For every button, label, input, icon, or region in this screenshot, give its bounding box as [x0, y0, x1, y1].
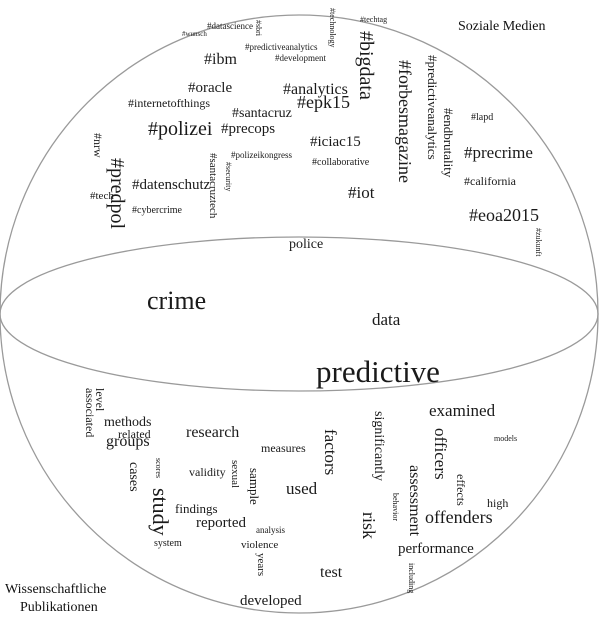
hashtag-word-nrw: #nrw [91, 133, 105, 158]
hashtag-word-predictiveanalytics: #predictiveanalytics [425, 55, 440, 160]
publication-word-methods: methods [104, 415, 151, 430]
hashtag-word-predictiveanalytics: #predictiveanalytics [245, 42, 318, 52]
publication-word-associated: associated [83, 388, 97, 437]
publication-word-system: system [154, 538, 182, 549]
publication-word-developed: developed [240, 593, 302, 609]
hashtag-word-bigdata: #bigdata [355, 31, 377, 100]
shared-word-crime: crime [147, 286, 206, 315]
publication-word-reported: reported [196, 515, 246, 531]
publication-word-study: study [148, 488, 173, 536]
publication-word-level: level [93, 388, 107, 412]
publication-word-related: related [118, 427, 151, 441]
shared-word-police: police [289, 237, 323, 252]
publication-word-groups: groups [106, 433, 150, 450]
hashtag-word-techtag: #techtag [360, 15, 387, 24]
hashtag-word-oracle: #oracle [188, 80, 232, 96]
hashtag-word-eoa2015: #eoa2015 [469, 205, 539, 225]
publication-word-test: test [320, 564, 343, 581]
social-media-label: Soziale Medien [458, 19, 545, 34]
publication-word-examined: examined [429, 401, 496, 420]
hashtag-word-collaborative: #collaborative [312, 157, 370, 168]
hashtag-word-california: #california [464, 174, 517, 188]
social-media-word-cloud: #datascience#wunsch #sbri #technology #tech… [90, 8, 543, 257]
publication-word-including: including [407, 563, 416, 593]
scientific-publications-label-line1: Wissenschaftliche [5, 582, 106, 597]
hashtag-word-lapd: #lapd [471, 112, 493, 123]
publication-word-effects: effects [454, 474, 468, 506]
publication-word-violence: violence [241, 539, 278, 551]
publication-word-behavior: behavior [391, 493, 400, 521]
publication-word-analysis: analysis [256, 525, 285, 535]
publication-word-research: research [186, 424, 239, 441]
hashtag-word-santacruztech: #santacruztech [207, 153, 219, 219]
hashtag-word-security: #security [224, 162, 233, 191]
shared-word-cloud: police crime data predictive [147, 237, 440, 389]
scientific-publications-label-line2: Publikationen [20, 600, 98, 615]
publication-word-sample: sample [247, 468, 262, 505]
publication-word-scores: scores [154, 458, 163, 478]
publication-word-years: years [255, 553, 267, 576]
publication-word-risk: risk [359, 512, 379, 539]
publication-word-factors: factors [321, 429, 340, 475]
hashtag-word-cybercrime: #cybercrime [132, 205, 183, 216]
hashtag-word-ibm: #ibm [204, 51, 237, 68]
hashtag-word-wunsch: #wunsch [182, 30, 207, 38]
hashtag-word-analytics: #analytics [283, 81, 348, 98]
publication-word-used: used [286, 479, 318, 498]
hashtag-word-datenschutz: #datenschutz [132, 177, 211, 193]
hashtag-word-precrime: #precrime [464, 143, 533, 162]
publication-word-findings: findings [175, 501, 218, 516]
publication-word-sexual: sexual [229, 460, 241, 488]
publication-word-high: high [487, 496, 508, 510]
hashtag-word-precops: #precops [221, 121, 275, 137]
hashtag-word-zukunft: #zukunft [534, 228, 543, 257]
hashtag-word-datascience: #datascience [207, 21, 253, 31]
hashtag-word-iot: #iot [348, 183, 375, 202]
hashtag-word-epk15: #epk15 [297, 92, 350, 112]
hashtag-word-development: #development [275, 53, 326, 63]
hashtag-word-forbesmagazine: #forbesmagazine [395, 60, 415, 183]
publication-word-significantly: significantly [371, 411, 386, 481]
hashtag-word-iciac15: #iciac15 [310, 134, 361, 150]
hashtag-word-technology: #technology [328, 8, 337, 48]
publication-word-offenders: offenders [425, 507, 493, 527]
hashtag-word-polizei: #polizei [148, 118, 213, 140]
shared-word-data: data [372, 310, 401, 329]
hashtag-word-tech: #tech [90, 190, 114, 202]
publication-word-officers: officers [431, 428, 450, 480]
publication-word-assessment: assessment [406, 465, 423, 537]
equator-ellipse [0, 236, 599, 392]
publication-word-measures: measures [261, 441, 306, 455]
publication-word-validity: validity [189, 465, 226, 479]
hashtag-word-polizeikongress: #polizeikongress [231, 150, 292, 160]
hashtag-word-predpol: #predpol [106, 158, 128, 230]
publication-word-cases: cases [126, 462, 141, 492]
hashtag-word-endbrutality: #endbrutality [441, 108, 456, 178]
publication-word-performance: performance [398, 541, 474, 557]
hashtag-word-santacruz: #santacruz [232, 106, 292, 121]
hashtag-word-sbri: #sbri [254, 20, 263, 37]
hashtag-word-internetofthings: #internetofthings [128, 96, 210, 110]
shared-word-predictive: predictive [316, 354, 440, 389]
publication-word-models: models [494, 434, 517, 443]
